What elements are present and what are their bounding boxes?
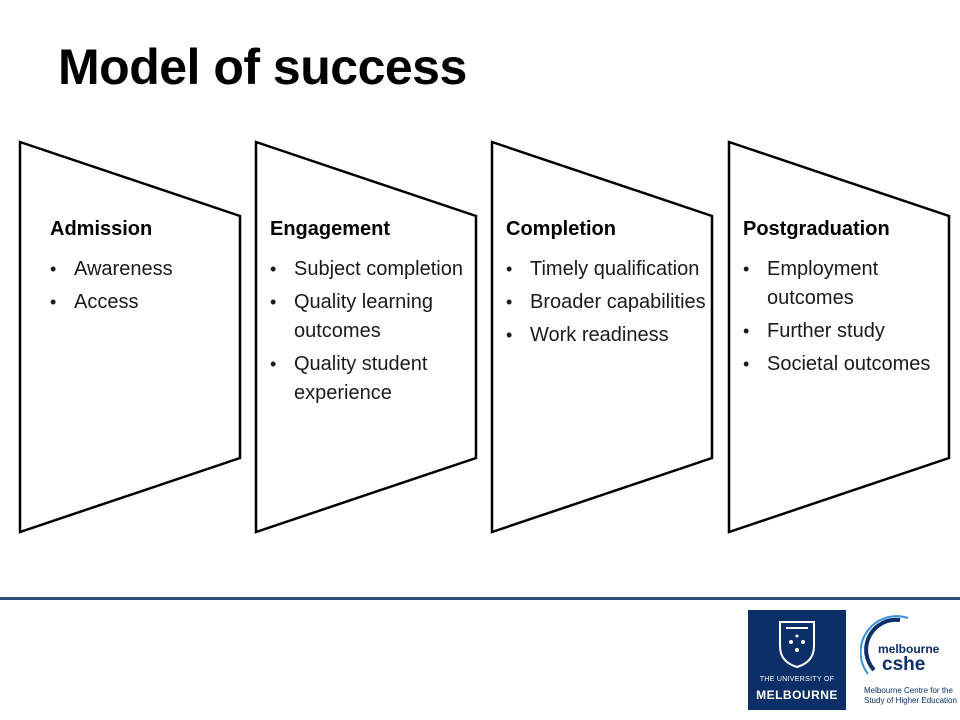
stage-bullet: Employment outcomes — [743, 255, 943, 313]
stage-engagement: Engagement Subject completion Quality le… — [254, 140, 494, 536]
stage-bullet: Awareness — [50, 255, 250, 284]
stage-bullet: Access — [50, 288, 250, 317]
page-title: Model of success — [58, 39, 467, 95]
stage-bullet: Quality student experience — [270, 350, 470, 408]
stage-bullet: Timely qualification — [506, 255, 706, 284]
stage-bullet: Work readiness — [506, 321, 706, 350]
stage-completion: Completion Timely qualification Broader … — [490, 140, 730, 536]
logo-text-small: THE UNIVERSITY OF — [759, 676, 835, 683]
logo-text-name: MELBOURNE — [756, 688, 838, 702]
stage-shape — [18, 140, 242, 534]
stage-heading: Admission — [50, 218, 153, 240]
logo-text-melbourne: melbourne — [878, 642, 940, 656]
logo-text-cshe: cshe — [882, 654, 926, 675]
stage-heading: Engagement — [270, 218, 391, 240]
stage-heading: Postgraduation — [743, 218, 890, 240]
stage-postgraduation: Postgraduation Employment outcomes Furth… — [727, 140, 960, 536]
stage-bullet: Quality learning outcomes — [270, 288, 470, 346]
stage-heading: Completion — [506, 218, 616, 240]
stage-bullet: Subject completion — [270, 255, 470, 284]
stage-bullet: Broader capabilities — [506, 288, 706, 317]
crest-icon — [779, 621, 815, 668]
cshe-arc-icon — [860, 615, 909, 675]
footer-divider — [0, 597, 960, 600]
stage-admission: Admission Awareness Access — [18, 140, 258, 536]
stage-bullet: Further study — [743, 317, 943, 346]
stage-bullet: Societal outcomes — [743, 350, 943, 379]
logo-caption: Melbourne Centre for the Study of Higher… — [864, 686, 957, 705]
university-of-melbourne-logo: THE UNIVERSITY OF MELBOURNE — [748, 610, 846, 710]
melbourne-cshe-logo: melbourne cshe Melbourne Centre for the … — [860, 614, 960, 714]
